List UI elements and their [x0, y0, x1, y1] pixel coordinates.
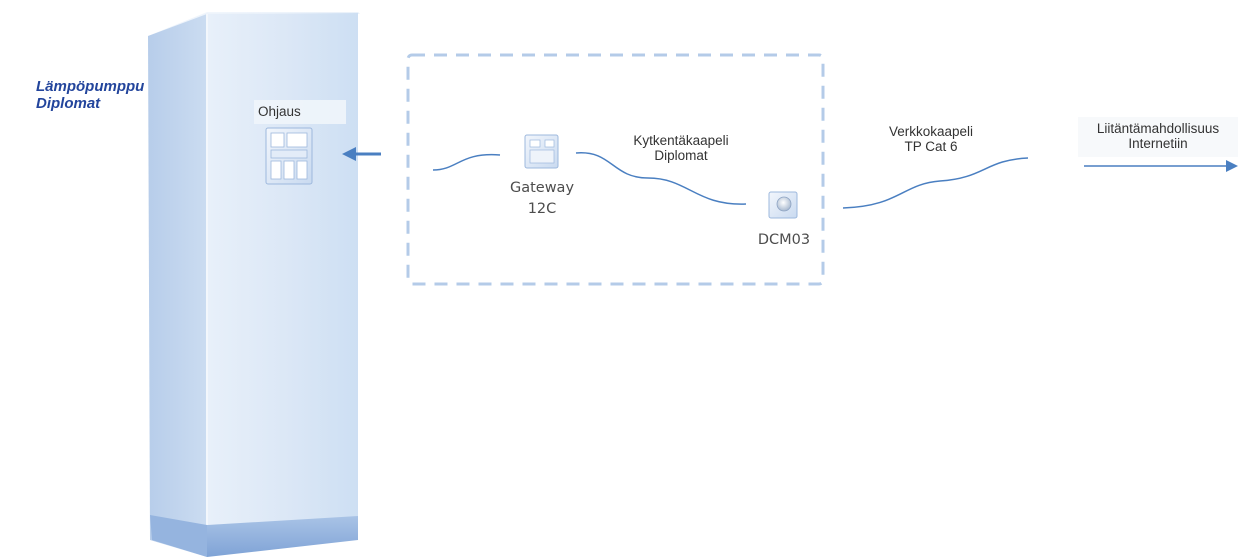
dashed-boundary [406, 53, 825, 286]
cable-diplomat [575, 152, 747, 205]
internet-label: Liitäntämahdollisuus Internetiin [1082, 121, 1234, 151]
internet-label-line-1: Liitäntämahdollisuus [1096, 121, 1220, 136]
cable-network-label: Verkkokaapeli TP Cat 6 [866, 124, 996, 154]
cable-network-label-line-2: TP Cat 6 [904, 139, 958, 154]
control-panel-icon [254, 100, 346, 185]
gateway-label-line-1: Gateway [509, 180, 575, 196]
arrow-right-icon [1084, 160, 1238, 172]
gateway-label: Gateway 12C [492, 178, 592, 220]
heat-pump-cabinet-icon [148, 12, 360, 557]
cable-to-panel [432, 153, 501, 171]
cable-network-label-line-1: Verkkokaapeli [888, 124, 974, 139]
cable-network [842, 157, 1029, 209]
diagram-title: Lämpöpumppu Diplomat [36, 78, 144, 112]
internet-label-line-2: Internetiin [1128, 136, 1188, 151]
gateway-module-icon [524, 134, 559, 169]
panel-label: Ohjaus [258, 104, 301, 119]
gateway-label-line-2: 12C [527, 201, 557, 217]
dcm-module-icon [768, 191, 798, 219]
title-line-1: Lämpöpumppu [36, 78, 145, 95]
cable-diplomat-label-line-2: Diplomat [654, 148, 708, 163]
title-line-2: Diplomat [36, 95, 101, 112]
cable-diplomat-label: Kytkentäkaapeli Diplomat [616, 133, 746, 163]
arrow-left-icon [342, 147, 381, 161]
cable-diplomat-label-line-1: Kytkentäkaapeli [633, 133, 729, 148]
dcm-label: DCM03 [757, 232, 811, 248]
